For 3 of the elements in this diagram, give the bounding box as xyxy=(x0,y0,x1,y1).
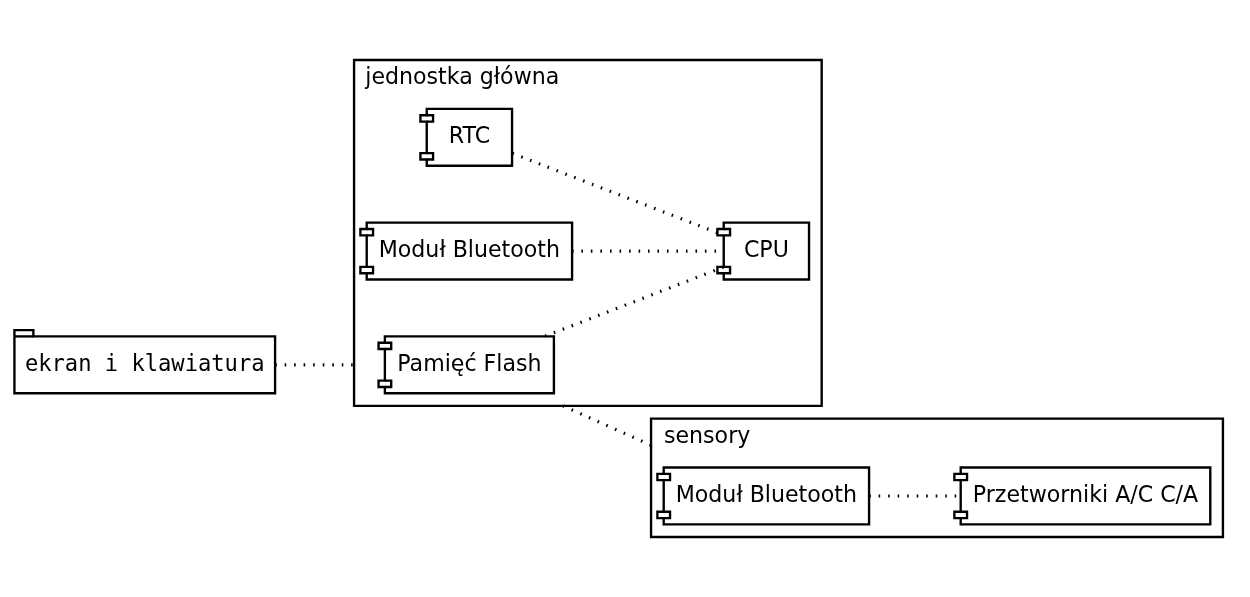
connector xyxy=(275,363,355,367)
connector xyxy=(562,404,652,447)
connector xyxy=(544,265,724,338)
